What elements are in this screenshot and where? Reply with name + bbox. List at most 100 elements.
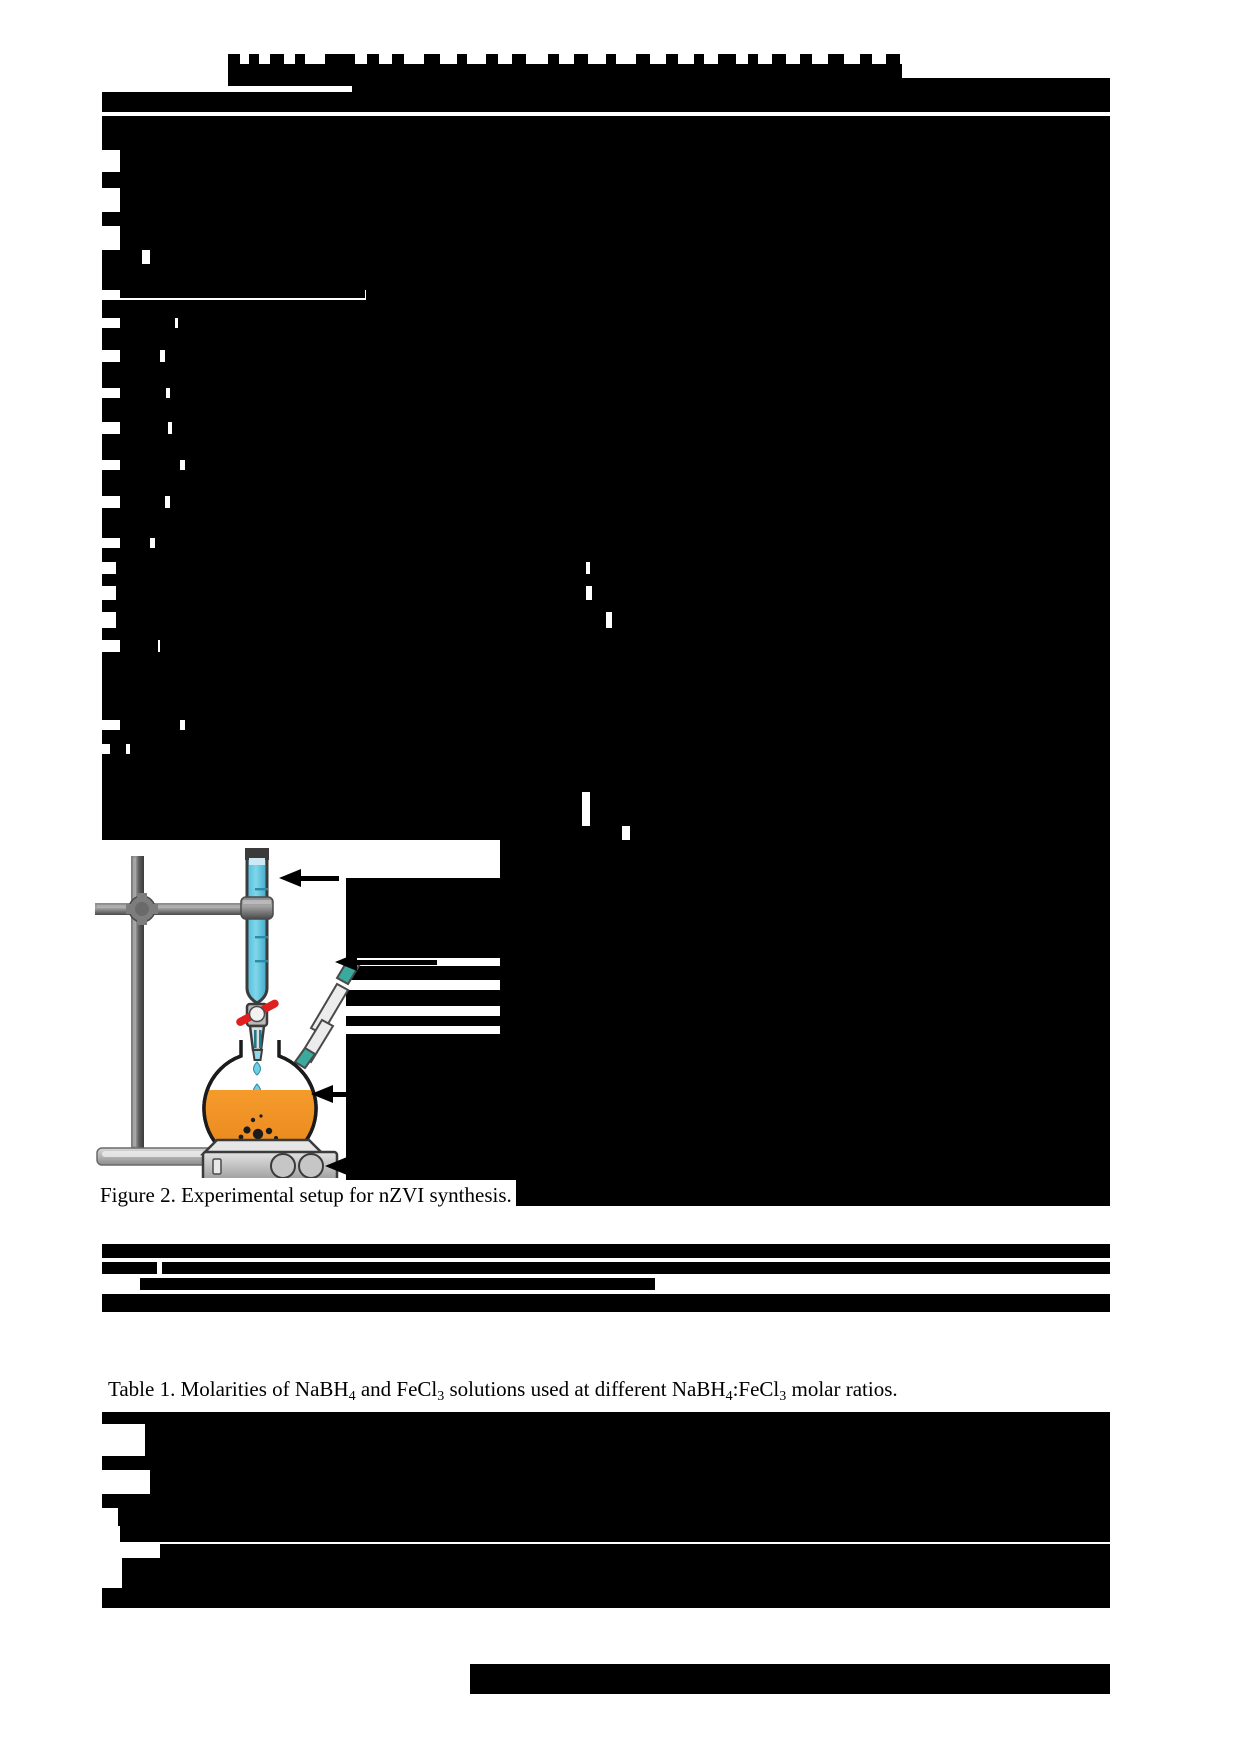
redaction-bar [1028,262,1110,276]
redaction-bar [185,460,1110,470]
redaction-bar [346,966,506,980]
redaction-bar [120,350,160,362]
redaction-bar [102,470,1110,496]
redaction-bar [1028,592,1110,602]
redaction-bar [1028,212,1110,222]
arrow-burette [279,869,339,887]
redaction-bar [116,586,586,600]
redaction-bar [500,1180,1110,1206]
redaction-bar [102,652,1110,682]
redaction-bar [102,574,1110,586]
redaction-bar [612,612,1110,628]
redaction-bar [110,744,126,754]
redaction-bar [228,54,240,64]
redaction-bar [102,212,1110,226]
redaction-bar [1028,480,1110,494]
redaction-bar [486,54,498,64]
redaction-bar [120,188,1110,212]
redaction-bar [102,398,1110,422]
redaction-bar [170,496,1110,508]
redaction-bar [178,318,1110,328]
redaction-bar [116,612,606,628]
redaction-bar [116,562,586,574]
redaction-bar [102,682,1110,712]
redaction-bar [102,712,1110,720]
redaction-bar [172,422,1110,434]
redaction-bar [500,880,1110,1040]
redaction-bar [102,508,1110,538]
redaction-bar [249,54,259,64]
redaction-bar [592,586,1110,600]
redaction-bar [828,54,844,64]
redaction-bar [122,1558,1110,1588]
redaction-bar [102,826,622,840]
redaction-bar [102,264,1110,290]
redaction-bar [1028,316,1110,324]
redaction-bar [120,496,165,508]
redaction-bar [102,300,1110,318]
redaction-bar [160,640,1110,652]
redaction-bar [140,1278,655,1290]
magnetic-stirrer [199,1138,339,1178]
redaction-bar [295,54,305,64]
table-caption-mid-3: :FeCl [732,1377,780,1401]
redaction-bar [102,116,1110,150]
redaction-bar [1028,552,1110,562]
redaction-bar [366,288,1110,300]
redaction-bar [1028,828,1110,838]
redaction-bar [346,1034,506,1184]
redaction-bar [102,548,1110,562]
redaction-bar [155,538,1110,548]
table-caption-sub-4: 3 [779,1388,787,1404]
table-caption-mid-1: and FeCl [355,1377,438,1401]
redaction-bar [102,1244,1110,1258]
retort-stand [96,856,222,1166]
redaction-bar [120,388,166,398]
redaction-bar [1028,158,1110,172]
redaction-bar [1028,570,1110,582]
redaction-bar [512,54,526,64]
redaction-bar [120,460,180,470]
redaction-bar [392,54,404,64]
redaction-bar [606,54,616,64]
redaction-bar [120,226,1110,250]
burette-clamp [240,896,274,920]
redaction-bar [325,54,355,64]
table-caption-tail: molar ratios. [786,1377,898,1401]
redaction-bar [165,350,1110,362]
redaction-bar [1028,366,1110,380]
redaction-bar [102,730,1110,744]
redaction-bar [1028,390,1110,400]
arrow-gas-tube [335,953,437,971]
redaction-bar [120,422,168,434]
redaction-bar [102,1262,157,1274]
redaction-bar [102,628,1110,640]
arrow-flask [311,1085,381,1103]
gas-purge-tube [293,956,362,1070]
redaction-bar [500,862,1110,880]
redaction-bar [120,150,1110,172]
redaction-bar [102,172,1110,188]
redaction-bar [150,250,1110,264]
redaction-bar [120,720,180,730]
redaction-bar [574,54,588,64]
redaction-bar [800,54,812,64]
redaction-bar [1028,740,1110,752]
arrow-stirrer [325,1157,389,1175]
redaction-bar [1028,722,1110,732]
redaction-bar [1028,330,1110,340]
redaction-bar [772,54,786,64]
redaction-bar [1028,638,1110,648]
redaction-bar [352,78,1110,92]
lab-apparatus-svg [95,848,437,1178]
redaction-bar [346,1016,506,1026]
redaction-bar [457,54,467,64]
redaction-bar [548,54,559,64]
redaction-bar [1028,186,1110,198]
redaction-bar [185,720,1110,730]
redaction-bar [1028,410,1110,424]
redaction-bar [630,826,1110,840]
redaction-bar [102,754,1110,792]
redaction-bar [120,538,150,548]
